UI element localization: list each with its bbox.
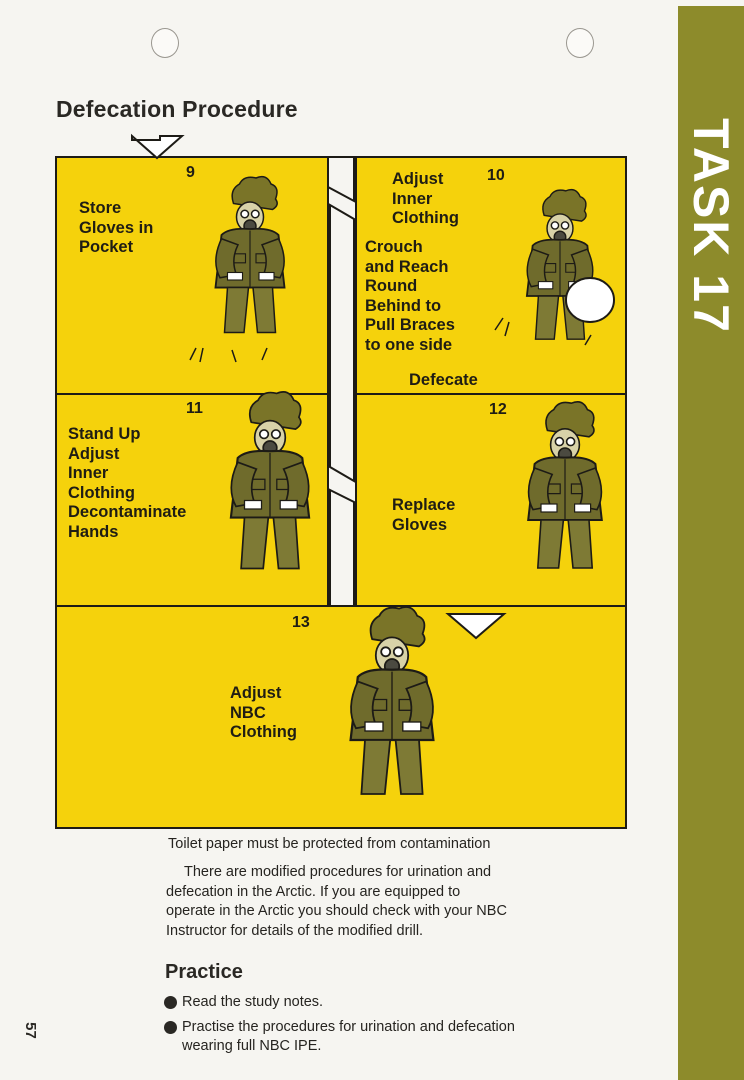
panel-11-text: Stand Up Adjust Inner Clothing Decontami… — [68, 425, 187, 541]
step-number-10: 10 — [487, 167, 505, 184]
panel-9 — [55, 156, 329, 395]
practice-item: Practise the procedures for urination an… — [164, 1018, 524, 1056]
binder-hole-left — [151, 28, 179, 58]
step-number-9: 9 — [186, 164, 195, 181]
practice-list: Read the study notes. Practise the proce… — [164, 993, 524, 1062]
arrow-down-start — [131, 133, 185, 160]
binder-hole-right — [566, 28, 594, 58]
arrow-down-panel-13 — [445, 613, 507, 640]
step-number-13: 13 — [292, 614, 310, 631]
panel-13 — [55, 605, 627, 829]
arctic-note: There are modified procedures for urinat… — [166, 864, 507, 939]
panel-10-text-bottom: Defecate — [409, 371, 478, 389]
page-title: Defecation Procedure — [56, 96, 298, 122]
step-number-11: 11 — [186, 400, 203, 417]
panel-9-text: Store Gloves in Pocket — [79, 199, 154, 256]
figure-caption: Toilet paper must be protected from cont… — [168, 836, 491, 852]
page-number: 57 — [21, 1022, 39, 1039]
practice-heading: Practice — [165, 961, 243, 983]
panel-13-text: Adjust NBC Clothing — [230, 684, 297, 741]
step-number-12: 12 — [489, 401, 507, 418]
panel-12 — [355, 393, 627, 607]
panel-10-text-mid: Crouch and Reach Round Behind to Pull Br… — [365, 238, 455, 354]
practice-item: Read the study notes. — [164, 993, 524, 1012]
task-sidebar: TASK 17 — [678, 6, 744, 1080]
panel-11 — [55, 390, 329, 607]
panel-10-text-top: Adjust Inner Clothing — [392, 170, 459, 227]
panel-12-text: Replace Gloves — [392, 496, 456, 534]
